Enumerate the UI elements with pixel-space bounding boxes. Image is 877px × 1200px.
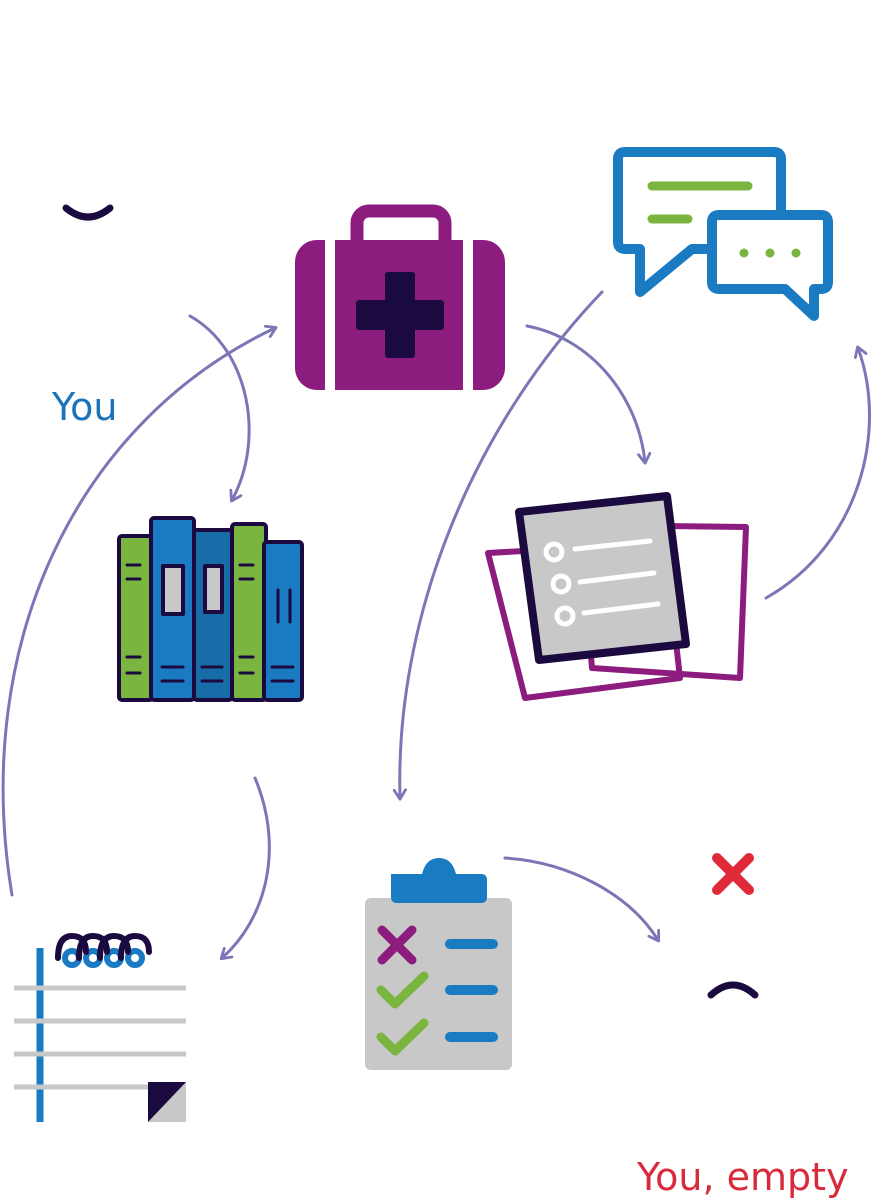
label-you: You [52,385,118,429]
smile-icon [62,204,114,221]
arrow-books-to-notebook [222,776,271,958]
medical-kit-icon [295,204,505,390]
arrow-chat-to-clipboard [400,290,604,798]
x-mark-icon [712,853,754,895]
arrow-smile-to-books [188,314,251,500]
label-you-empty: You, empty [637,1155,849,1199]
clipboard-checklist-icon [365,858,512,1070]
books-icon [117,516,304,702]
notebook-icon [14,932,186,1122]
arrow-notebook-to-medkit [1,328,275,897]
documents-checklist-icon [485,492,749,701]
chat-bubbles-icon [613,147,833,321]
arrow-medkit-to-documents [525,324,645,462]
arrow-documents-to-chat [764,348,871,600]
frown-icon [707,981,759,999]
arrow-clipboard-to-outcome [503,856,658,940]
arrows [1,290,871,958]
